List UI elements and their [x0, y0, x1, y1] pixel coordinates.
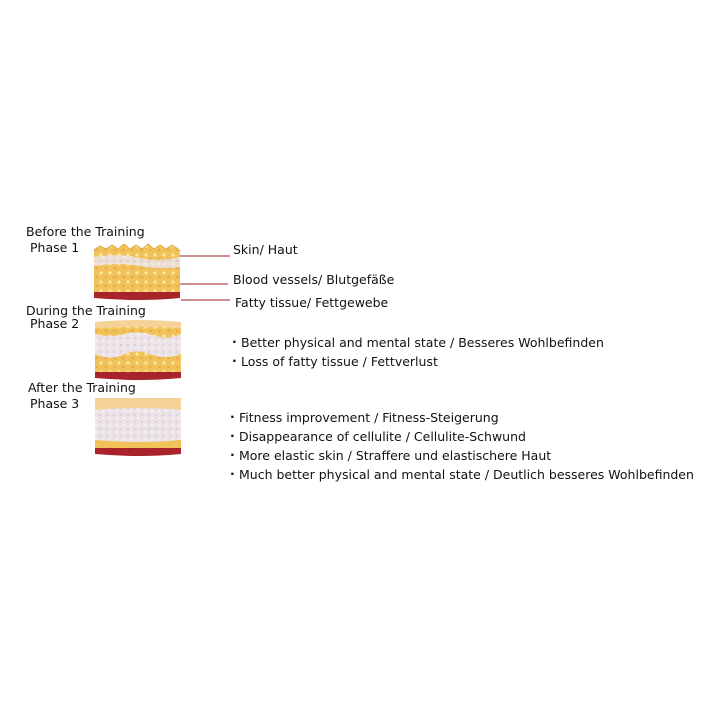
- phase-2-benefits: Better physical and mental state / Besse…: [232, 332, 604, 371]
- phase-1-label: Phase 1: [30, 240, 80, 255]
- blood-vessels-label: Blood vessels/ Blutgefäße: [233, 272, 395, 287]
- phase-1-title: Before the Training: [26, 224, 145, 239]
- list-item: Fitness improvement / Fitness-Steigerung: [230, 407, 694, 427]
- phase-3-title: After the Training: [28, 380, 136, 395]
- list-item: More elastic skin / Straffere und elasti…: [230, 445, 694, 465]
- list-item: Disappearance of cellulite / Cellulite-S…: [230, 426, 694, 446]
- list-item: Much better physical and mental state / …: [230, 464, 694, 484]
- phase-3-benefits: Fitness improvement / Fitness-Steigerung…: [230, 407, 694, 484]
- phase-2-skin-block: [95, 320, 181, 380]
- list-item: Better physical and mental state / Besse…: [232, 332, 604, 352]
- skin-label: Skin/ Haut: [233, 242, 298, 257]
- phase-2-title: During the Training: [26, 303, 146, 318]
- phase-2-label: Phase 2: [30, 316, 80, 331]
- phase-3-skin-block: [95, 398, 181, 456]
- list-item: Loss of fatty tissue / Fettverlust: [232, 351, 604, 371]
- phase-1-skin-block: [93, 243, 181, 300]
- fatty-tissue-label: Fatty tissue/ Fettgewebe: [235, 295, 389, 310]
- phase-3-label: Phase 3: [30, 396, 80, 411]
